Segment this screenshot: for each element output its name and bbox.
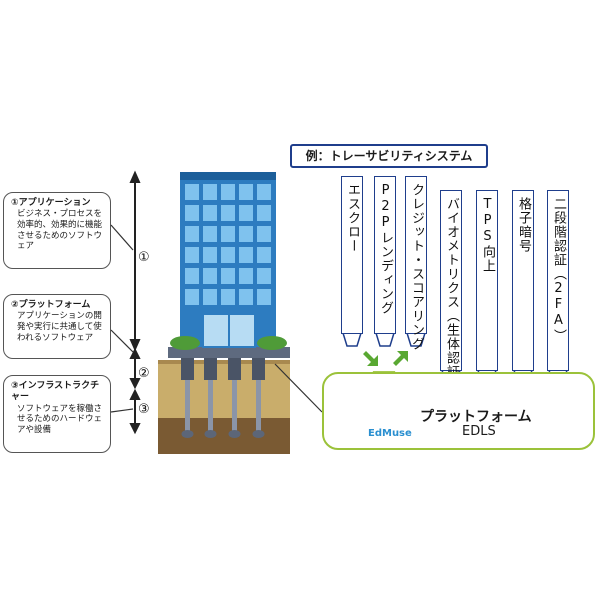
app-panel-biometrics: バイオメトリクス（生体認証） bbox=[440, 190, 462, 393]
layer-box-platform: ②プラットフォーム アプリケーションの開発や実行に共通して使われるソフトウェア bbox=[3, 294, 111, 359]
layer-desc: アプリケーションの開発や実行に共通して使われるソフトウェア bbox=[17, 311, 102, 343]
building-window bbox=[185, 247, 199, 263]
layer-box-infrastructure: ③インフラストラクチャー ソフトウェアを稼働させるためのハードウェアや設備 bbox=[3, 375, 111, 453]
layer-marker-platform: ② bbox=[138, 366, 150, 381]
layer-marker-application: ① bbox=[138, 250, 150, 265]
example-title: 例：トレーサビリティシステム bbox=[290, 144, 488, 168]
building-window bbox=[221, 226, 235, 242]
app-label: P2Pレンディング bbox=[378, 183, 393, 315]
green-arrows bbox=[363, 351, 408, 366]
app-label: 格子暗号 bbox=[516, 197, 531, 253]
app-label: TPS向上 bbox=[480, 197, 495, 273]
building-window bbox=[221, 184, 235, 200]
connector-lines bbox=[110, 224, 134, 413]
app-panel-2fa: 二段階認証（2FA） bbox=[547, 190, 569, 371]
building-window bbox=[239, 205, 253, 221]
app-panel-p2p-lending: P2Pレンディング bbox=[374, 176, 396, 334]
layer-box-application: ①アプリケーション ビジネス・プロセスを効率的、効果的に機能させるためのソフトウ… bbox=[3, 192, 111, 269]
building-window bbox=[239, 226, 253, 242]
building-window bbox=[203, 268, 217, 284]
layer-title: ①アプリケーション bbox=[11, 198, 91, 208]
building-window bbox=[185, 226, 199, 242]
building-window bbox=[257, 247, 271, 263]
app-label: エスクロー bbox=[345, 183, 360, 253]
app-panel-lattice-crypto: 格子暗号 bbox=[512, 190, 534, 371]
app-panel-credit-scoring: クレジット・スコアリング bbox=[405, 176, 427, 351]
app-label: バイオメトリクス（生体認証） bbox=[444, 197, 459, 393]
building-window bbox=[185, 289, 199, 305]
app-label: クレジット・スコアリング bbox=[409, 183, 424, 351]
layer-desc: ビジネス・プロセスを効率的、効果的に機能させるためのソフトウェア bbox=[17, 209, 103, 252]
platform-name: EDLS bbox=[462, 424, 496, 439]
platform-box bbox=[322, 372, 595, 450]
building-window bbox=[257, 226, 271, 242]
layer-desc: ソフトウェアを稼働させるためのハードウェアや設備 bbox=[17, 403, 103, 435]
building-window bbox=[221, 268, 235, 284]
building-window bbox=[203, 247, 217, 263]
building-window bbox=[239, 184, 253, 200]
building-window bbox=[239, 247, 253, 263]
building-window bbox=[185, 268, 199, 284]
building-window bbox=[257, 289, 271, 305]
building-window bbox=[257, 184, 271, 200]
building-window bbox=[239, 289, 253, 305]
app-label: 二段階認証（2FA） bbox=[551, 197, 566, 343]
platform-title: プラットフォーム bbox=[420, 409, 532, 425]
edmuse-logo-text: EdMuse bbox=[368, 428, 412, 439]
app-panel-tps: TPS向上 bbox=[476, 190, 498, 371]
building-window bbox=[239, 268, 253, 284]
building-window bbox=[221, 247, 235, 263]
building-window bbox=[221, 289, 235, 305]
building-window bbox=[203, 184, 217, 200]
building-window bbox=[257, 205, 271, 221]
building-illustration bbox=[158, 172, 290, 454]
building-window bbox=[185, 184, 199, 200]
layer-bracket-lines bbox=[129, 170, 141, 435]
platform-leader-line bbox=[274, 363, 323, 413]
app-panel-escrow: エスクロー bbox=[341, 176, 363, 334]
building-window bbox=[203, 289, 217, 305]
building-window bbox=[203, 205, 217, 221]
building-window bbox=[203, 226, 217, 242]
layer-marker-infrastructure: ③ bbox=[138, 402, 150, 417]
building-window bbox=[221, 205, 235, 221]
building-window bbox=[185, 205, 199, 221]
layer-title: ②プラットフォーム bbox=[11, 300, 91, 310]
building-window bbox=[257, 268, 271, 284]
layer-title: ③インフラストラクチャー bbox=[11, 381, 100, 403]
